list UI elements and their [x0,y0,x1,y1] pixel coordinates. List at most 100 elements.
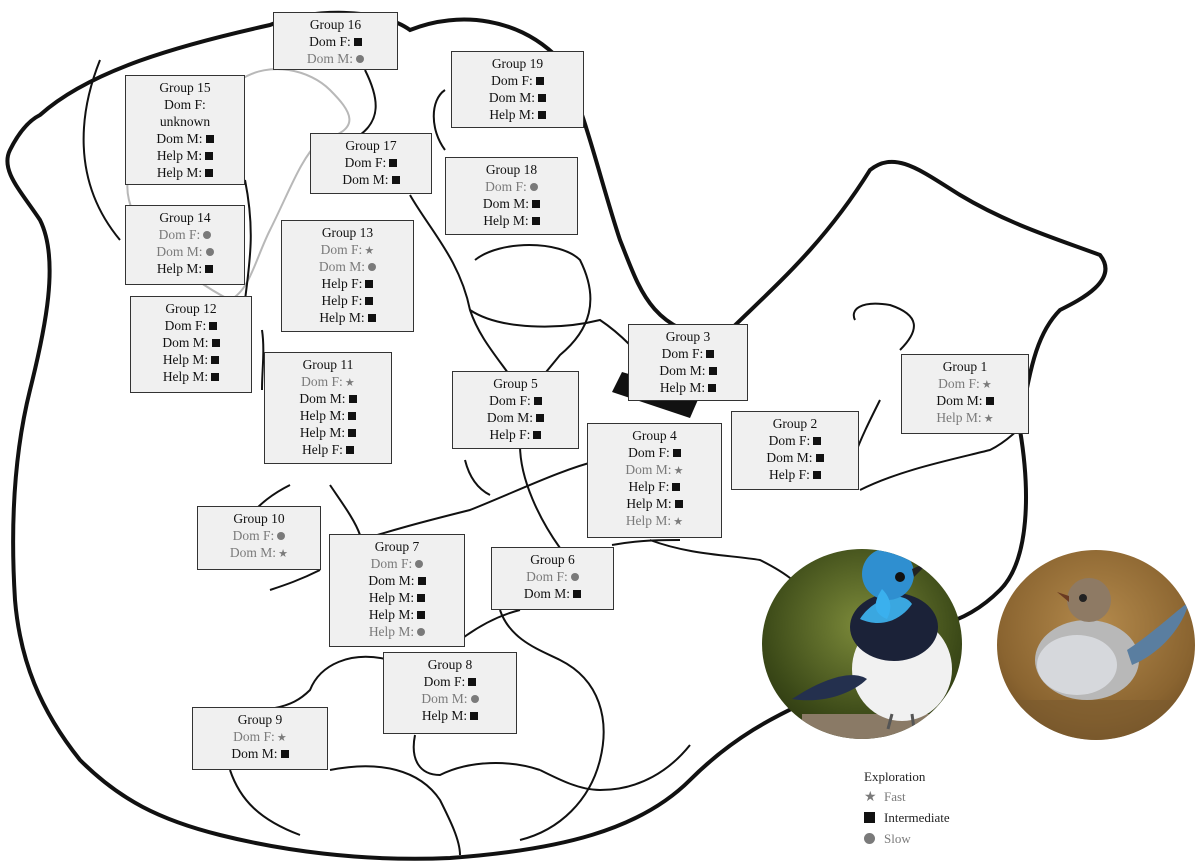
member-role: Help M: [299,425,346,440]
member-row: Dom F: [732,432,858,449]
member-role: Help M: [319,310,365,325]
exploration-legend: Exploration ★ Fast Intermediate Slow [864,767,950,850]
member-row: Dom M: [588,461,721,478]
square-icon [280,749,289,758]
square-icon [708,383,717,392]
square-icon [531,216,540,225]
star-icon: ★ [864,790,877,806]
member-row: Dom M: [452,89,583,106]
group-title: Group 15 [159,80,211,95]
square-icon [348,394,357,403]
member-row: Dom F: [198,527,320,544]
member-role: Help M: [156,148,203,163]
member-role: Dom M: [523,586,571,601]
square-icon [205,264,214,273]
square-icon [209,321,218,330]
legend-item-intermediate: Intermediate [864,808,950,829]
square-icon [417,593,426,602]
circle-icon [529,182,538,191]
member-row: Help M: [452,106,583,123]
star-icon [982,380,992,390]
circle-icon [470,694,479,703]
square-icon [672,482,681,491]
member-role: Dom F: [489,393,531,408]
circle-icon [277,531,286,540]
member-row: Dom F: [265,373,391,390]
square-icon [345,445,354,454]
circle-icon [570,572,579,581]
member-row: Dom M: [193,745,327,762]
member-row: Dom F: [330,555,464,572]
member-row: Help M: [330,623,464,640]
group-title: Group 18 [485,162,538,177]
star-icon [673,517,683,527]
member-row: Dom M: [282,258,413,275]
member-role: Help M: [368,624,415,639]
member-row: Dom M: [126,243,244,260]
member-row: Dom F: [384,673,516,690]
square-icon [708,366,717,375]
member-row: Dom F: [452,72,583,89]
member-role: Dom M: [231,746,278,761]
group-title: Group 1 [942,359,988,374]
member-row: Help M: [902,409,1028,426]
star-icon [345,378,355,388]
square-icon [211,355,220,364]
legend-label-fast: Fast [884,789,906,804]
member-role: Dom F: [232,528,275,543]
member-role: Help M: [156,261,203,276]
member-role: Dom M: [488,90,536,105]
square-icon [365,296,374,305]
member-row: Dom M: [384,690,516,707]
member-row: Dom F: [446,178,577,195]
group-title: Group 5 [493,376,538,391]
square-icon [533,430,542,439]
square-icon [348,428,357,437]
member-role: Dom M: [162,335,209,350]
member-role: Help M: [625,513,672,528]
member-role: Dom M: [421,691,468,706]
legend-title: Exploration [864,769,926,784]
group-title: Group 19 [491,56,544,71]
square-icon [864,809,878,829]
legend-item-slow: Slow [864,829,950,850]
square-icon [348,411,357,420]
member-row: Help M: [265,424,391,441]
member-row: Dom M: [265,390,391,407]
member-role: Dom F: [309,34,351,49]
member-role: Dom F: [423,674,466,689]
member-row: Dom F: [629,345,747,362]
member-row: Dom M: [446,195,577,212]
member-row: Dom F: [311,154,431,171]
square-icon [532,199,541,208]
member-row: Help M: [588,495,721,512]
member-row: Dom F: [453,392,578,409]
member-role: Help M: [489,107,535,122]
member-role: Dom F: [344,155,387,170]
member-row: Dom F: [492,568,613,585]
member-role: Help M: [299,408,346,423]
square-icon [537,110,546,119]
star-icon [277,733,287,743]
circle-icon [417,627,426,636]
member-role: Help F: [302,442,343,457]
member-row: Dom M: [330,572,464,589]
square-icon [389,158,398,167]
group-title: Group 16 [309,17,362,32]
square-icon [536,413,545,422]
member-role: Help F: [321,293,363,308]
member-role: Dom M: [299,391,346,406]
group-title: Group 2 [772,416,818,431]
square-icon [470,711,479,720]
